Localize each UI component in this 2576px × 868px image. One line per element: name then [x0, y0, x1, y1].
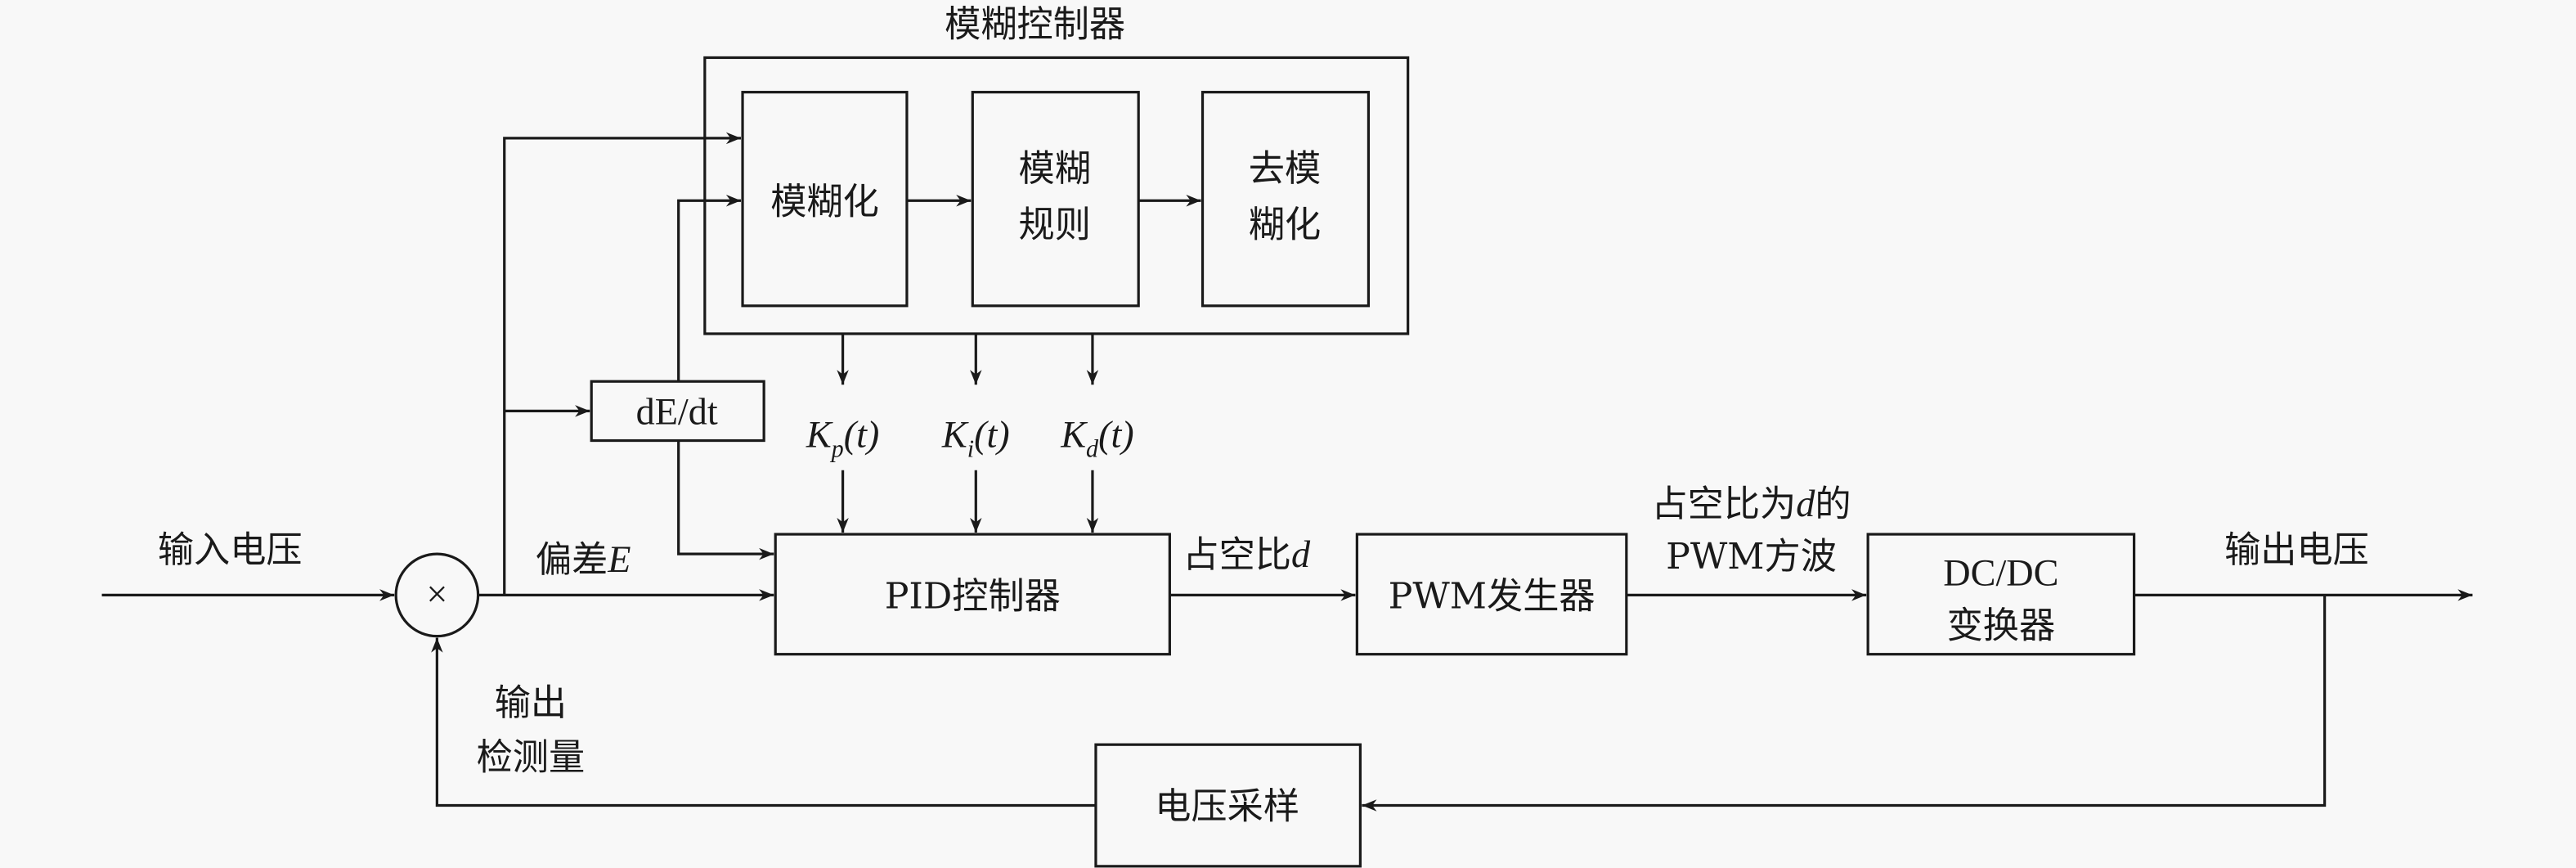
- fuzzify-block: 模糊化: [741, 91, 909, 308]
- pwm-wave-label-line2: PWM方波: [1666, 536, 1837, 578]
- fuzzy-rules-label-line1: 模糊: [1019, 148, 1091, 190]
- pwm-generator-block: PWM发生器: [1355, 533, 1628, 656]
- error-label: 偏差E: [536, 538, 631, 581]
- fuzzy-rules-label-line2: 规则: [1019, 204, 1091, 245]
- duty-label: 占空比d: [1183, 533, 1311, 576]
- gain-kp: Kp(t): [806, 333, 879, 533]
- summing-junction: ×: [394, 552, 480, 638]
- fuzzify-label: 模糊化: [770, 181, 879, 223]
- dcdc-converter-block: DC/DC 变换器: [1866, 533, 2136, 656]
- dcdc-converter-label-line2: 变换器: [1947, 605, 2056, 647]
- voltage-sampling-label: 电压采样: [1155, 786, 1299, 828]
- ki-label: Ki(t): [941, 414, 1010, 463]
- pwm-wave-label-line1: 占空比为d的: [1651, 483, 1851, 525]
- defuzzify-label-line2: 糊化: [1249, 204, 1321, 245]
- derivative-label: dE/dt: [636, 390, 718, 432]
- pwm-generator-label: PWM发生器: [1389, 575, 1595, 617]
- input-voltage-label: 输入电压: [158, 529, 303, 571]
- derivative-arrow-to-pid: [677, 440, 774, 560]
- feedback-arrow-to-junction: [431, 637, 1096, 807]
- defuzzify-block: 去模 糊化: [1200, 91, 1371, 308]
- multiply-icon: ×: [426, 573, 447, 614]
- output-voltage-label: 输出电压: [2224, 529, 2369, 571]
- fuzzy-controller-title: 模糊控制器: [945, 3, 1125, 45]
- gain-kd: Kd(t): [1060, 333, 1134, 533]
- gain-ki: Ki(t): [941, 333, 1010, 533]
- fuzzy-rules-block: 模糊 规则: [971, 91, 1140, 308]
- error-arrow-to-fuzzify: [503, 132, 742, 596]
- dcdc-converter-label-line1: DC/DC: [1943, 551, 2058, 593]
- derivative-arrow-to-fuzzify: [677, 195, 742, 382]
- feedback-label-line2: 检测量: [477, 736, 586, 778]
- pid-controller-block: PID控制器: [774, 533, 1171, 656]
- voltage-sampling-block: 电压采样: [1094, 743, 1362, 868]
- kd-label: Kd(t): [1060, 414, 1133, 463]
- pid-controller-label: PID控制器: [885, 575, 1061, 617]
- kp-label: Kp(t): [806, 414, 879, 463]
- output-tap-to-sampling: [1362, 595, 2327, 812]
- defuzzify-label-line1: 去模: [1249, 148, 1321, 190]
- derivative-block: dE/dt: [590, 380, 765, 443]
- feedback-label-line1: 输出: [495, 682, 567, 724]
